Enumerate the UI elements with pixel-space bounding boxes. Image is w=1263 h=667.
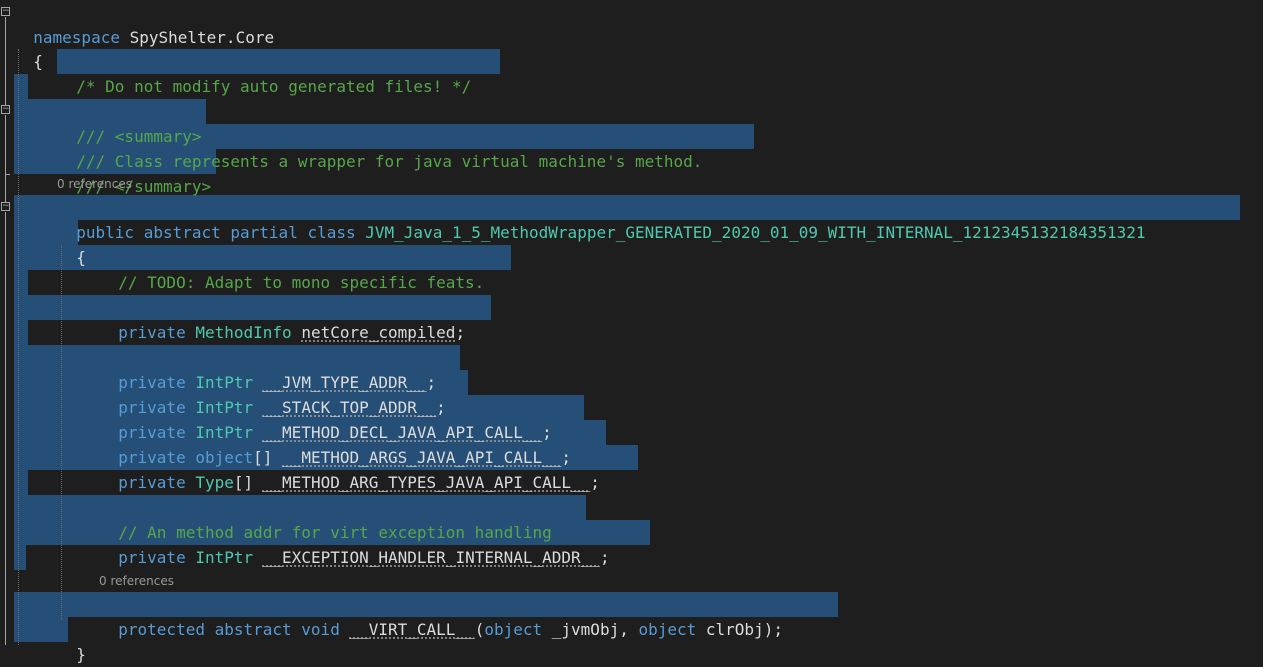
class-name: JVM_Java_1_5_MethodWrapper_GENERATED_202… bbox=[365, 223, 1146, 242]
array-brackets: [] bbox=[253, 448, 283, 467]
code-line-field[interactable]: private IntPtr __STACK_TOP_ADDR__; bbox=[99, 370, 446, 417]
terminator: ; bbox=[599, 548, 610, 567]
type-name: IntPtr bbox=[195, 398, 254, 417]
comment: // TODO: Adapt to mono specific feats. bbox=[118, 273, 485, 292]
code-line-field[interactable]: private MethodInfo netCore_compiled; bbox=[99, 295, 465, 342]
keyword: namespace bbox=[33, 28, 120, 47]
code-line-comment[interactable]: // An method addr for virt exception han… bbox=[99, 495, 551, 542]
field-name: __EXCEPTION_HANDLER_INTERNAL_ADDR__ bbox=[262, 548, 600, 567]
keyword: private bbox=[118, 423, 186, 442]
code-line-method-declaration[interactable]: protected abstract void __VIRT_CALL__(ob… bbox=[99, 592, 783, 639]
code-line-namespace[interactable]: namespace SpyShelter.Core bbox=[14, 0, 274, 47]
keyword: public abstract partial class bbox=[76, 223, 356, 242]
param-type: object bbox=[484, 620, 543, 639]
array-brackets: [] bbox=[233, 473, 263, 492]
type-name: IntPtr bbox=[195, 548, 254, 567]
codelens-references[interactable]: 0 references bbox=[57, 177, 132, 191]
keyword: private bbox=[118, 373, 186, 392]
type-name: MethodInfo bbox=[195, 323, 292, 342]
type-name: IntPtr bbox=[195, 373, 254, 392]
code-line-doc-comment[interactable]: /// </summary> bbox=[57, 149, 211, 196]
terminator: ; bbox=[436, 398, 446, 417]
method-name: __VIRT_CALL__ bbox=[349, 620, 475, 639]
keyword: private bbox=[118, 323, 186, 342]
type-name: object bbox=[195, 448, 254, 467]
terminator: ; bbox=[561, 448, 572, 467]
code-line-field[interactable]: private object[] __METHOD_ARGS_JAVA_API_… bbox=[99, 420, 571, 467]
code-line-class-declaration[interactable]: public abstract partial class JVM_Java_1… bbox=[57, 195, 1145, 242]
terminator: ; bbox=[590, 473, 600, 492]
close-paren: ); bbox=[763, 620, 783, 639]
doc-comment: /// <summary> bbox=[76, 127, 202, 146]
comment: // An method addr for virt exception han… bbox=[118, 523, 552, 542]
keyword: private bbox=[118, 548, 186, 567]
indent-guide bbox=[18, 49, 19, 645]
field-name: __JVM_TYPE_ADDR__ bbox=[262, 373, 427, 392]
code-line-field[interactable]: private IntPtr __EXCEPTION_HANDLER_INTER… bbox=[99, 520, 609, 567]
brace: } bbox=[76, 645, 86, 664]
doc-comment: /// </summary> bbox=[76, 177, 212, 196]
keyword: private bbox=[118, 448, 186, 467]
comment: /* Do not modify auto generated files! *… bbox=[76, 77, 472, 96]
open-paren: ( bbox=[474, 620, 485, 639]
code-line-comment[interactable]: /* Do not modify auto generated files! *… bbox=[57, 49, 471, 96]
field-name: __STACK_TOP_ADDR__ bbox=[262, 398, 437, 417]
doc-comment: /// Class represents a wrapper for java … bbox=[76, 152, 703, 171]
code-line-brace[interactable]: } bbox=[57, 617, 86, 664]
collapse-icon[interactable]: − bbox=[1, 201, 10, 211]
codelens-references[interactable]: 0 references bbox=[99, 574, 174, 588]
brace: { bbox=[33, 52, 43, 71]
outlining-margin: − − − bbox=[0, 0, 14, 645]
param-type: object bbox=[638, 620, 697, 639]
field-name: __METHOD_ARGS_JAVA_API_CALL__ bbox=[282, 448, 562, 467]
collapse-icon[interactable]: − bbox=[1, 6, 10, 16]
code-line-field[interactable]: private Type[] __METHOD_ARG_TYPES_JAVA_A… bbox=[99, 445, 600, 492]
namespace-name: SpyShelter.Core bbox=[119, 28, 275, 47]
field-name: netCore_compiled bbox=[301, 323, 456, 342]
field-name: __METHOD_ARG_TYPES_JAVA_API_CALL__ bbox=[262, 473, 591, 492]
collapse-icon[interactable]: − bbox=[1, 104, 10, 114]
code-line-brace[interactable]: { bbox=[57, 220, 86, 267]
code-line-brace[interactable]: { bbox=[14, 24, 43, 71]
code-line-field[interactable]: private IntPtr __METHOD_DECL_JAVA_API_CA… bbox=[99, 395, 552, 442]
terminator: ; bbox=[426, 373, 437, 392]
code-line-comment[interactable]: // TODO: Adapt to mono specific feats. bbox=[99, 245, 484, 292]
code-line-field[interactable]: private IntPtr __JVM_TYPE_ADDR__; bbox=[99, 345, 436, 392]
code-line-doc-comment[interactable]: /// <summary> bbox=[57, 99, 201, 146]
indent-guide bbox=[61, 245, 62, 620]
keyword: private bbox=[118, 473, 186, 492]
keyword: private bbox=[118, 398, 186, 417]
keyword: protected abstract void bbox=[118, 620, 340, 639]
terminator: ; bbox=[542, 423, 552, 442]
param-name: clrObj bbox=[696, 620, 764, 639]
field-name: __METHOD_DECL_JAVA_API_CALL__ bbox=[262, 423, 543, 442]
type-name: IntPtr bbox=[195, 423, 254, 442]
param-name: _jvmObj, bbox=[542, 620, 639, 639]
brace: { bbox=[76, 248, 86, 267]
code-line-doc-comment[interactable]: /// Class represents a wrapper for java … bbox=[57, 124, 702, 171]
terminator: ; bbox=[455, 323, 466, 342]
type-name: Type bbox=[195, 473, 234, 492]
